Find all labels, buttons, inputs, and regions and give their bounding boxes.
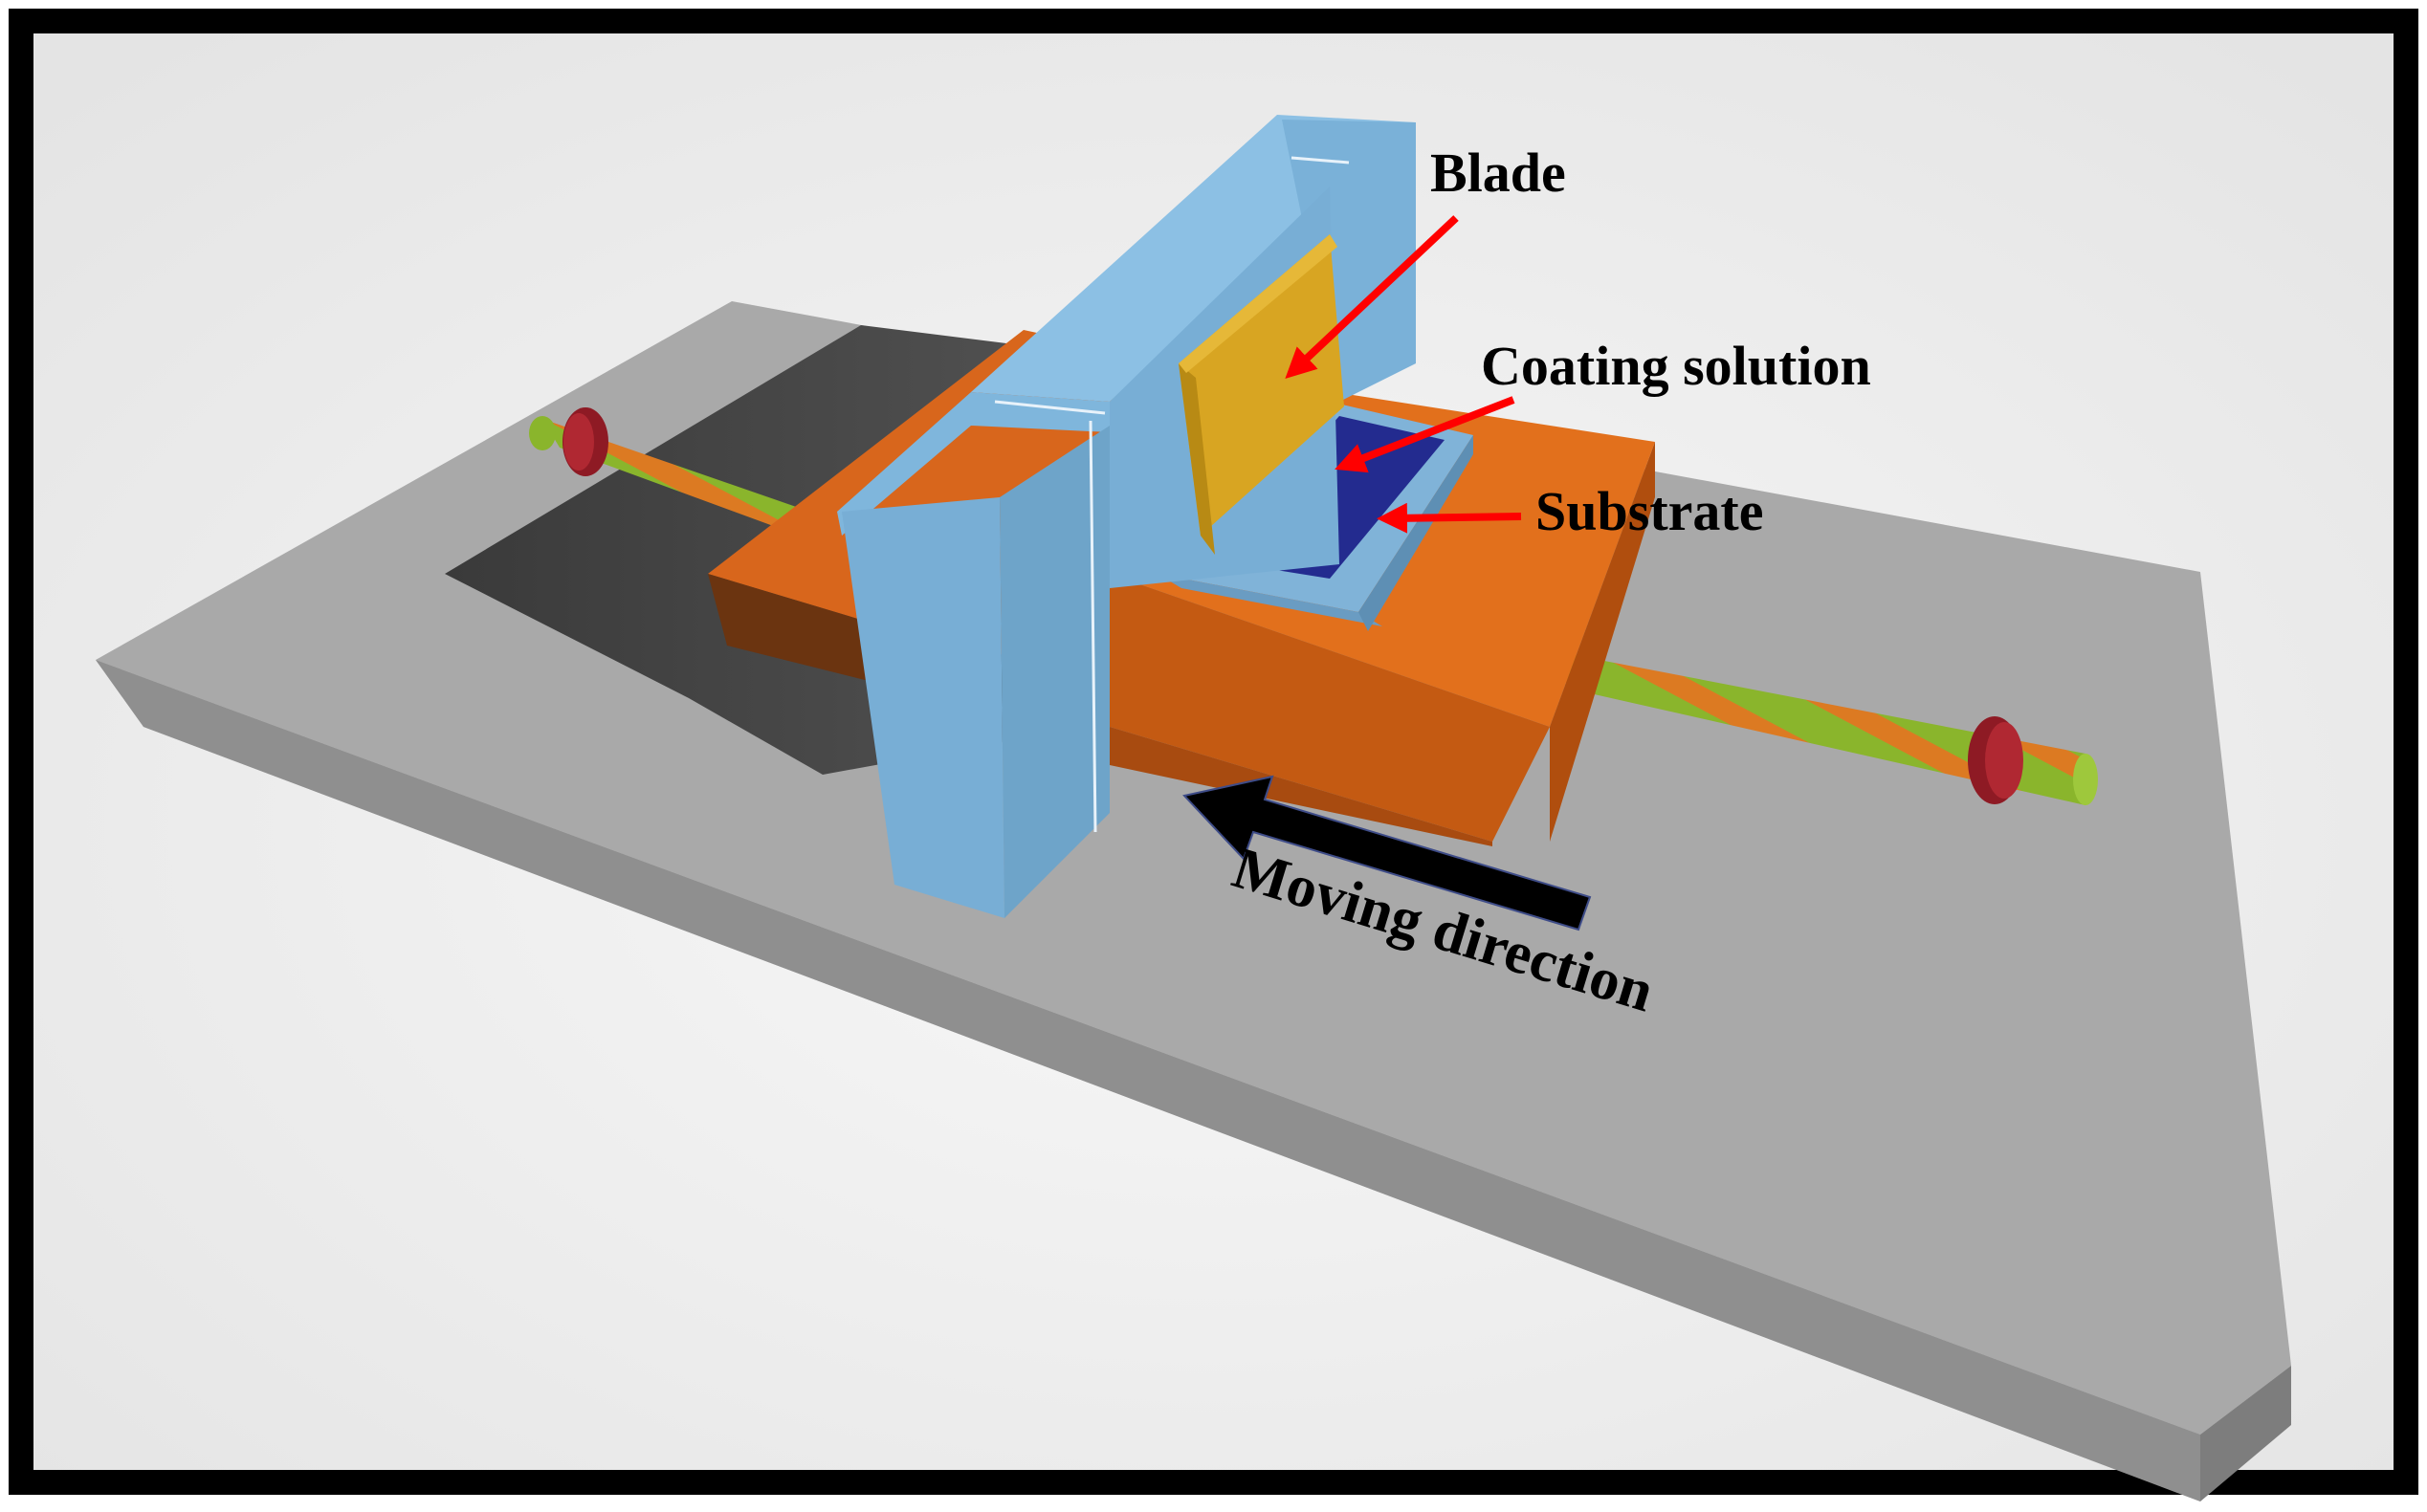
blade-face: [1179, 234, 1344, 536]
screw-collar-left-face: [563, 413, 594, 471]
lead-screw-right: [1550, 650, 2098, 805]
blade-top: [1179, 234, 1337, 373]
stage-bottom-edge: [1110, 727, 1492, 846]
bridge-seam-3: [1089, 420, 1097, 833]
blade-pointer-arrow: [1285, 215, 1459, 379]
bridge-seam-1: [994, 400, 1106, 415]
substrate-label: Substrate: [1535, 480, 1763, 542]
substrate-edge: [1158, 574, 1382, 626]
screw-end-right: [2073, 754, 2098, 805]
stage-front-side: [1110, 574, 1550, 842]
blade-edge: [1179, 363, 1215, 555]
bridge-front-pillar: [842, 497, 1004, 918]
base-plate-right-side: [2200, 1366, 2291, 1501]
blade-label: Blade: [1430, 142, 1566, 204]
stage-right-side: [1550, 442, 1655, 842]
coating-solution-label: Coating solution: [1481, 335, 1871, 397]
screw-collar-right-face: [1985, 722, 2023, 799]
blade: [1179, 234, 1344, 555]
bridge-top-left: [837, 392, 1110, 536]
screw-end-left: [529, 416, 556, 450]
moving-direction-arrow: [1182, 775, 1592, 931]
screw-shaft-right: [1550, 650, 2085, 805]
bridge-right-upright: [1282, 120, 1416, 402]
bridge-pillar-side: [1000, 426, 1110, 918]
screw-shaft-left: [542, 419, 851, 555]
bridge-seam-2: [1291, 156, 1350, 164]
lead-screw-left: [529, 407, 851, 555]
substrate-pointer-arrow: [1377, 502, 1522, 534]
substrate-right-edge: [1358, 435, 1473, 631]
base-plate-edge: [96, 660, 2200, 1501]
coating-solution-pointer-arrow: [1335, 396, 1515, 473]
